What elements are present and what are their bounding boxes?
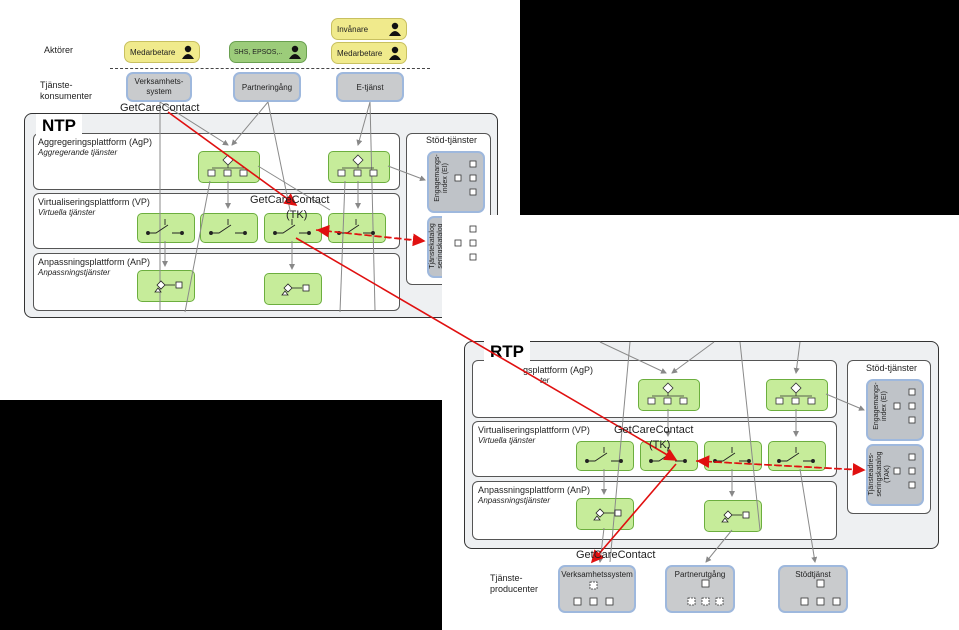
call-label-4: GetCareContact [576, 549, 656, 561]
agp-service-2 [328, 151, 390, 183]
vp-title: Virtualiseringsplattform (VP) [38, 197, 150, 207]
rtp-support-ei-label: Engagemangs- index (EI) [873, 382, 888, 430]
support-title: Stöd-tjänster [426, 135, 478, 145]
anp-service-1 [137, 270, 195, 302]
rtp-vp-subtitle: Virtuella tjänster [478, 436, 536, 445]
call-label-3-sub: (TK) [649, 439, 671, 451]
actor-medarbetare: Medarbetare [124, 41, 200, 63]
person-icon [389, 22, 401, 36]
rtp-support-title: Stöd-tjänster [866, 363, 918, 373]
actor-divider [110, 68, 430, 69]
rtp-vp-service-1 [576, 441, 634, 471]
agp-service-1 [198, 151, 260, 183]
actor-shs-epsos: SHS, EPSOS,.. [229, 41, 307, 63]
producers-label: Tjänste- producenter [490, 573, 539, 594]
rtp-agp-title: gsplattform (AgP) [523, 365, 594, 375]
vp-service-2 [200, 213, 258, 243]
vp-service-1 [137, 213, 195, 243]
rtp-agp-subtitle: ter [540, 376, 550, 385]
call-label-2: GetCareContact [250, 194, 330, 206]
support-ei-label: Engagemangs- index (EI) [434, 154, 449, 202]
call-label-1: GetCareContact [120, 102, 200, 114]
rtp-anp-service-1 [576, 498, 634, 530]
rtp-anp-service-2 [704, 500, 762, 532]
consumer-partneringang: Partneringång [233, 72, 301, 102]
producer-partnerutgang: Partnerutgång [665, 565, 735, 613]
rtp-vp-service-4 [768, 441, 826, 471]
rtp-support-tak [866, 444, 924, 506]
anp-service-2 [264, 273, 322, 305]
actor-medarbetare-2: Medarbetare [331, 42, 407, 64]
consumers-label: Tjänste- konsumenter [40, 80, 93, 101]
producer-stodtjanst: Stödtjänst [778, 565, 848, 613]
anp-subtitle: Anpassningstjänster [38, 268, 111, 277]
rtp-agp-service-2 [766, 379, 828, 411]
agp-subtitle: Aggregerande tjänster [38, 148, 118, 157]
rtp-vp-service-3 [704, 441, 762, 471]
rtp-anp-subtitle: Anpassningstjänster [478, 496, 551, 505]
actors-label: Aktörer [44, 45, 74, 55]
person-icon [182, 45, 194, 59]
consumer-verksamhetssystem: Verksamhets- system [126, 72, 192, 102]
producer-verksamhetssystem: Verksamhetssystem [558, 565, 636, 613]
anp-title: Anpassningsplattform (AnP) [38, 257, 151, 267]
rtp-vp-title: Virtualiseringsplattform (VP) [478, 425, 590, 435]
vp-subtitle: Virtuella tjänster [38, 208, 96, 217]
agp-title: Aggregeringsplattform (AgP) [38, 137, 153, 147]
rtp-support-tak-label: Tjänsteadres- seringskatalog (TAK) [868, 451, 891, 497]
consumer-e-tjanst: E-tjänst [336, 72, 404, 102]
person-icon [289, 45, 301, 59]
actor-invanare: Invånare [331, 18, 407, 40]
call-label-3: GetCareContact [614, 424, 694, 436]
ntp-title: NTP [36, 114, 82, 138]
call-label-2-sub: (TK) [286, 209, 308, 221]
rtp-title: RTP [484, 340, 530, 364]
vp-service-4 [328, 213, 386, 243]
rtp-anp-title: Anpassningsplattform (AnP) [478, 485, 591, 495]
person-icon [389, 46, 401, 60]
rtp-agp-service-1 [638, 379, 700, 411]
